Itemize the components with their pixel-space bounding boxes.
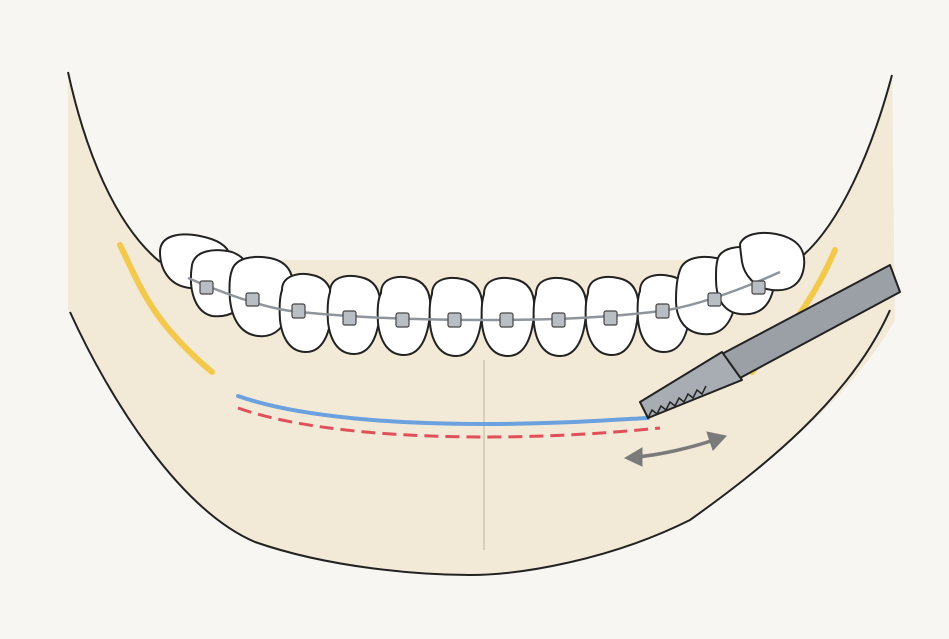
bracket <box>708 293 721 306</box>
bracket <box>604 311 617 325</box>
bracket <box>343 311 356 325</box>
bracket <box>448 313 461 327</box>
bracket <box>292 304 305 318</box>
bracket <box>246 293 259 306</box>
bracket <box>552 313 565 327</box>
bracket <box>200 281 213 294</box>
bracket <box>500 313 513 327</box>
bracket <box>396 313 409 327</box>
bracket <box>656 304 669 318</box>
bracket <box>752 281 765 294</box>
